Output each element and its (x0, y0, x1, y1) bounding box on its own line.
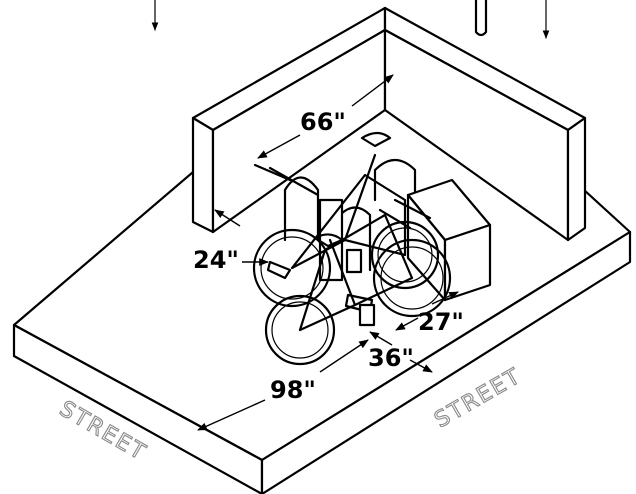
rack-loop-2 (373, 158, 417, 202)
dim-label-27: 27" (418, 308, 464, 336)
pad-right-side (260, 230, 632, 494)
dim-27-left-arrow (395, 317, 419, 331)
bike-upper (252, 131, 440, 308)
bike-lower-frame (298, 213, 414, 332)
dimension-lines (197, 74, 459, 431)
dim-label-66: 66" (300, 108, 346, 136)
sign-pole (474, 0, 488, 37)
bike-upper-rear-wheel (252, 228, 332, 308)
bike-lower-seat (313, 233, 344, 248)
block-right (443, 223, 492, 302)
dim-label-24: 24" (193, 246, 239, 274)
dim-98-right-arrow (319, 339, 369, 373)
dim-66-right-arrow (351, 74, 394, 107)
dim-98-left-arrow (197, 399, 266, 431)
rack-loop-1 (283, 176, 320, 242)
dim-27-right-arrow (431, 291, 459, 305)
back-wall (191, 6, 587, 242)
dim-36-right-arrow (409, 359, 433, 373)
bike-upper-pedal (266, 260, 292, 280)
wall-left-end (191, 116, 215, 234)
rack-base (345, 248, 363, 274)
pad-left-side (12, 323, 264, 494)
dim-24-top-arrow (214, 209, 241, 227)
dim-36-left-arrow (369, 331, 393, 346)
wall-right-end (566, 116, 587, 242)
dim-66-left-arrow (257, 134, 301, 159)
bike-lower-rear-wheel (264, 294, 336, 366)
bike-upper-seat (360, 131, 392, 148)
bike-lower-kickstand (358, 303, 376, 327)
dim-label-98: 98" (270, 376, 316, 404)
dim-label-36: 36" (368, 344, 414, 372)
bike-upper-handlebar (378, 198, 432, 230)
bike-lower-handlebar (253, 163, 320, 197)
bike-lower-front-wheel (372, 238, 452, 318)
dimension-labels: 66" 24" 27" 36" 98" (193, 108, 464, 404)
bollard-block (406, 178, 492, 302)
bike-lower (253, 163, 452, 366)
overhead-arrows (151, 0, 550, 39)
